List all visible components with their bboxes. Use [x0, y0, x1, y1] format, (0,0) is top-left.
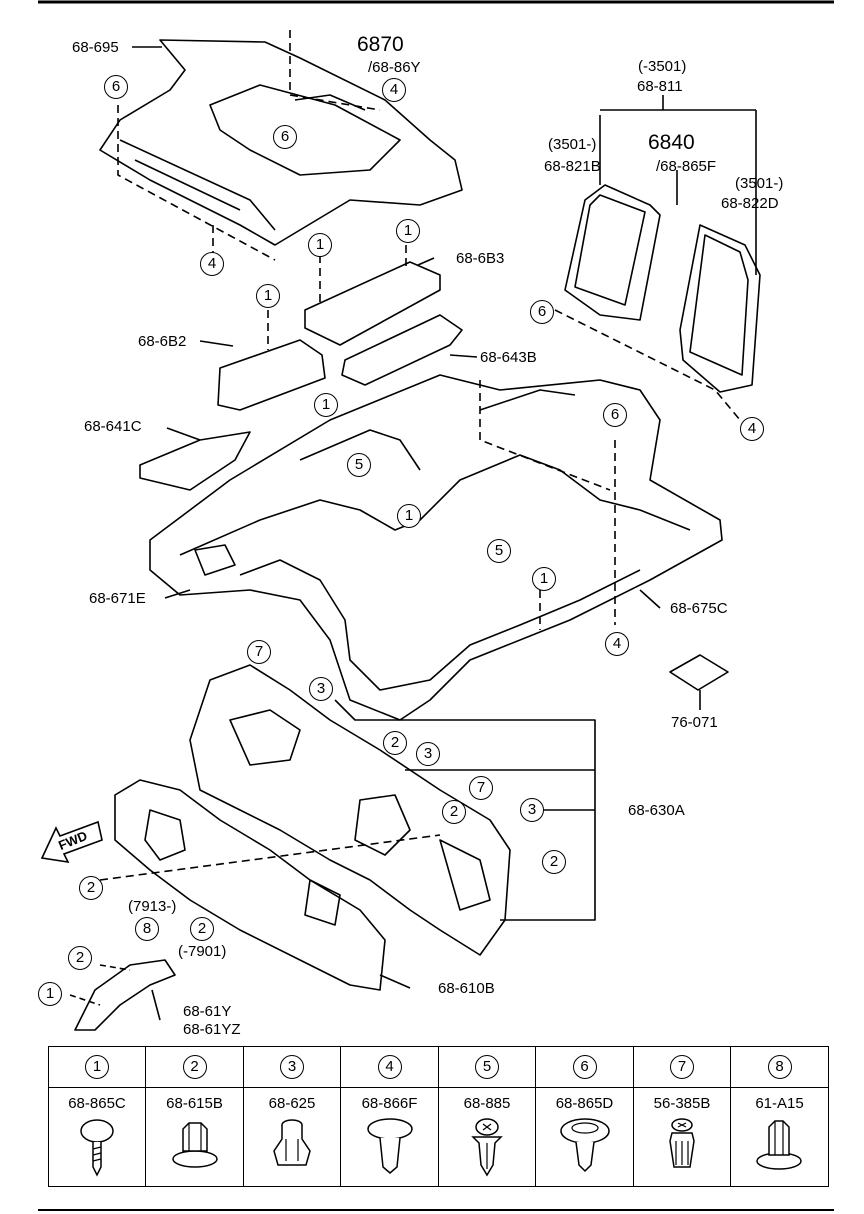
legend-number: 1 — [85, 1055, 109, 1079]
callout-4: 4 — [382, 78, 406, 102]
part-label-68-61yz: 68-61YZ — [183, 1021, 241, 1038]
legend-cell-3: 3 68-625 — [244, 1047, 341, 1186]
hex-nut-icon — [172, 1122, 218, 1168]
legend-part-number: 68-625 — [268, 1095, 316, 1112]
part-label-68-610b: 68-610B — [438, 980, 495, 997]
callout-5: 5 — [347, 453, 371, 477]
legend-cell-1: 1 68-865C — [49, 1047, 146, 1186]
callout-7: 7 — [469, 776, 493, 800]
insulator-pieces-shape — [139, 261, 463, 491]
legend-part-number: 56-385B — [653, 1095, 711, 1112]
legend-part-number: 61-A15 — [755, 1095, 804, 1112]
legend-part-number: 68-885 — [463, 1095, 511, 1112]
legend-part-number: 68-615B — [166, 1095, 223, 1112]
callout-1: 1 — [38, 982, 62, 1006]
callout-2: 2 — [79, 876, 103, 900]
part-label-68-811: 68-811 — [637, 78, 683, 95]
callout-8: 8 — [135, 917, 159, 941]
part-label-68-6b3: 68-6B3 — [456, 250, 505, 267]
side-trim-panels-shape — [564, 184, 761, 393]
legend-number: 2 — [182, 1055, 207, 1079]
part-label-68-865f: /68-865F — [656, 158, 717, 175]
flange-nut-icon — [756, 1120, 802, 1170]
legend-cell-2: 2 68-615B — [146, 1047, 244, 1186]
reference-label-6840: 6840 — [648, 131, 695, 154]
part-label-68-671e: 68-671E — [89, 590, 146, 607]
part-label-68-641c: 68-641C — [84, 418, 142, 435]
callout-6: 6 — [273, 125, 297, 149]
part-label-68-822d: 68-822D — [721, 195, 779, 212]
part-label-68-86y: /68-86Y — [368, 59, 421, 76]
callout-3: 3 — [416, 742, 440, 766]
legend-cell-8: 8 61-A15 — [731, 1047, 828, 1186]
callout-1: 1 — [397, 504, 421, 528]
callout-2: 2 — [68, 946, 92, 970]
callout-2: 2 — [542, 850, 566, 874]
fastener-legend-table: 1 68-865C 2 68-615B 3 68-625 4 68-866F — [48, 1046, 829, 1187]
floor-mat-square-shape — [669, 654, 729, 691]
screw-grommet-icon — [669, 1118, 695, 1168]
callout-4: 4 — [200, 252, 224, 276]
dash-insulator-shape — [189, 664, 511, 956]
legend-number: 6 — [572, 1055, 597, 1079]
callout-6: 6 — [104, 75, 128, 99]
callout-7: 7 — [247, 640, 271, 664]
legend-part-number: 68-865C — [68, 1095, 126, 1112]
callout-1: 1 — [532, 567, 556, 591]
part-label-68-695: 68-695 — [72, 39, 119, 56]
callout-2: 2 — [442, 800, 466, 824]
part-label-68-61y: 68-61Y — [183, 1003, 232, 1020]
callout-1: 1 — [308, 233, 332, 257]
part-label-minus-3501-a: (-3501) — [638, 58, 687, 75]
part-label-68-643b: 68-643B — [480, 349, 537, 366]
callout-3: 3 — [520, 798, 544, 822]
dome-plug-icon — [560, 1118, 610, 1173]
callout-4: 4 — [605, 632, 629, 656]
part-label-68-6b2: 68-6B2 — [138, 333, 187, 350]
forward-arrow-icon — [40, 820, 103, 864]
callout-6: 6 — [530, 300, 554, 324]
wheel-well-liner-shape — [74, 959, 176, 1031]
callout-1: 1 — [256, 284, 280, 308]
part-label-68-675c: 68-675C — [670, 600, 728, 617]
legend-cell-5: 5 68-885 — [439, 1047, 536, 1186]
part-label-68-821b: 68-821B — [544, 158, 601, 175]
firewall-insulator-shape — [114, 779, 386, 991]
main-floor-carpet-shape — [149, 374, 723, 721]
callout-5: 5 — [487, 539, 511, 563]
part-label-minus-7901: (-7901) — [178, 943, 227, 960]
callout-3: 3 — [309, 677, 333, 701]
legend-number: 7 — [670, 1055, 694, 1079]
part-label-68-630a: 68-630A — [628, 802, 685, 819]
callout-1: 1 — [396, 219, 420, 243]
callout-2: 2 — [190, 917, 214, 941]
screw-rivet-icon — [471, 1118, 503, 1177]
part-label-76-071: 76-071 — [671, 714, 718, 731]
legend-number: 3 — [280, 1055, 304, 1079]
legend-part-number: 68-865D — [555, 1095, 614, 1112]
push-clip-icon — [80, 1119, 114, 1177]
callout-4: 4 — [740, 417, 764, 441]
part-label-7913: (7913-) — [128, 898, 177, 915]
part-label-3501-c: (3501-) — [735, 175, 784, 192]
part-label-3501-b: (3501-) — [548, 136, 597, 153]
callout-1: 1 — [314, 393, 338, 417]
plug-icon — [367, 1118, 413, 1174]
legend-cell-6: 6 68-865D — [536, 1047, 634, 1186]
clip-retainer-icon — [273, 1119, 311, 1166]
callout-2: 2 — [383, 731, 407, 755]
callout-6: 6 — [603, 403, 627, 427]
legend-part-number: 68-866F — [361, 1095, 418, 1112]
legend-number: 5 — [475, 1055, 499, 1079]
legend-cell-7: 7 56-385B — [634, 1047, 731, 1186]
reference-label-6870: 6870 — [357, 33, 404, 56]
legend-number: 8 — [767, 1055, 792, 1079]
legend-cell-4: 4 68-866F — [341, 1047, 439, 1186]
legend-number: 4 — [377, 1055, 402, 1079]
